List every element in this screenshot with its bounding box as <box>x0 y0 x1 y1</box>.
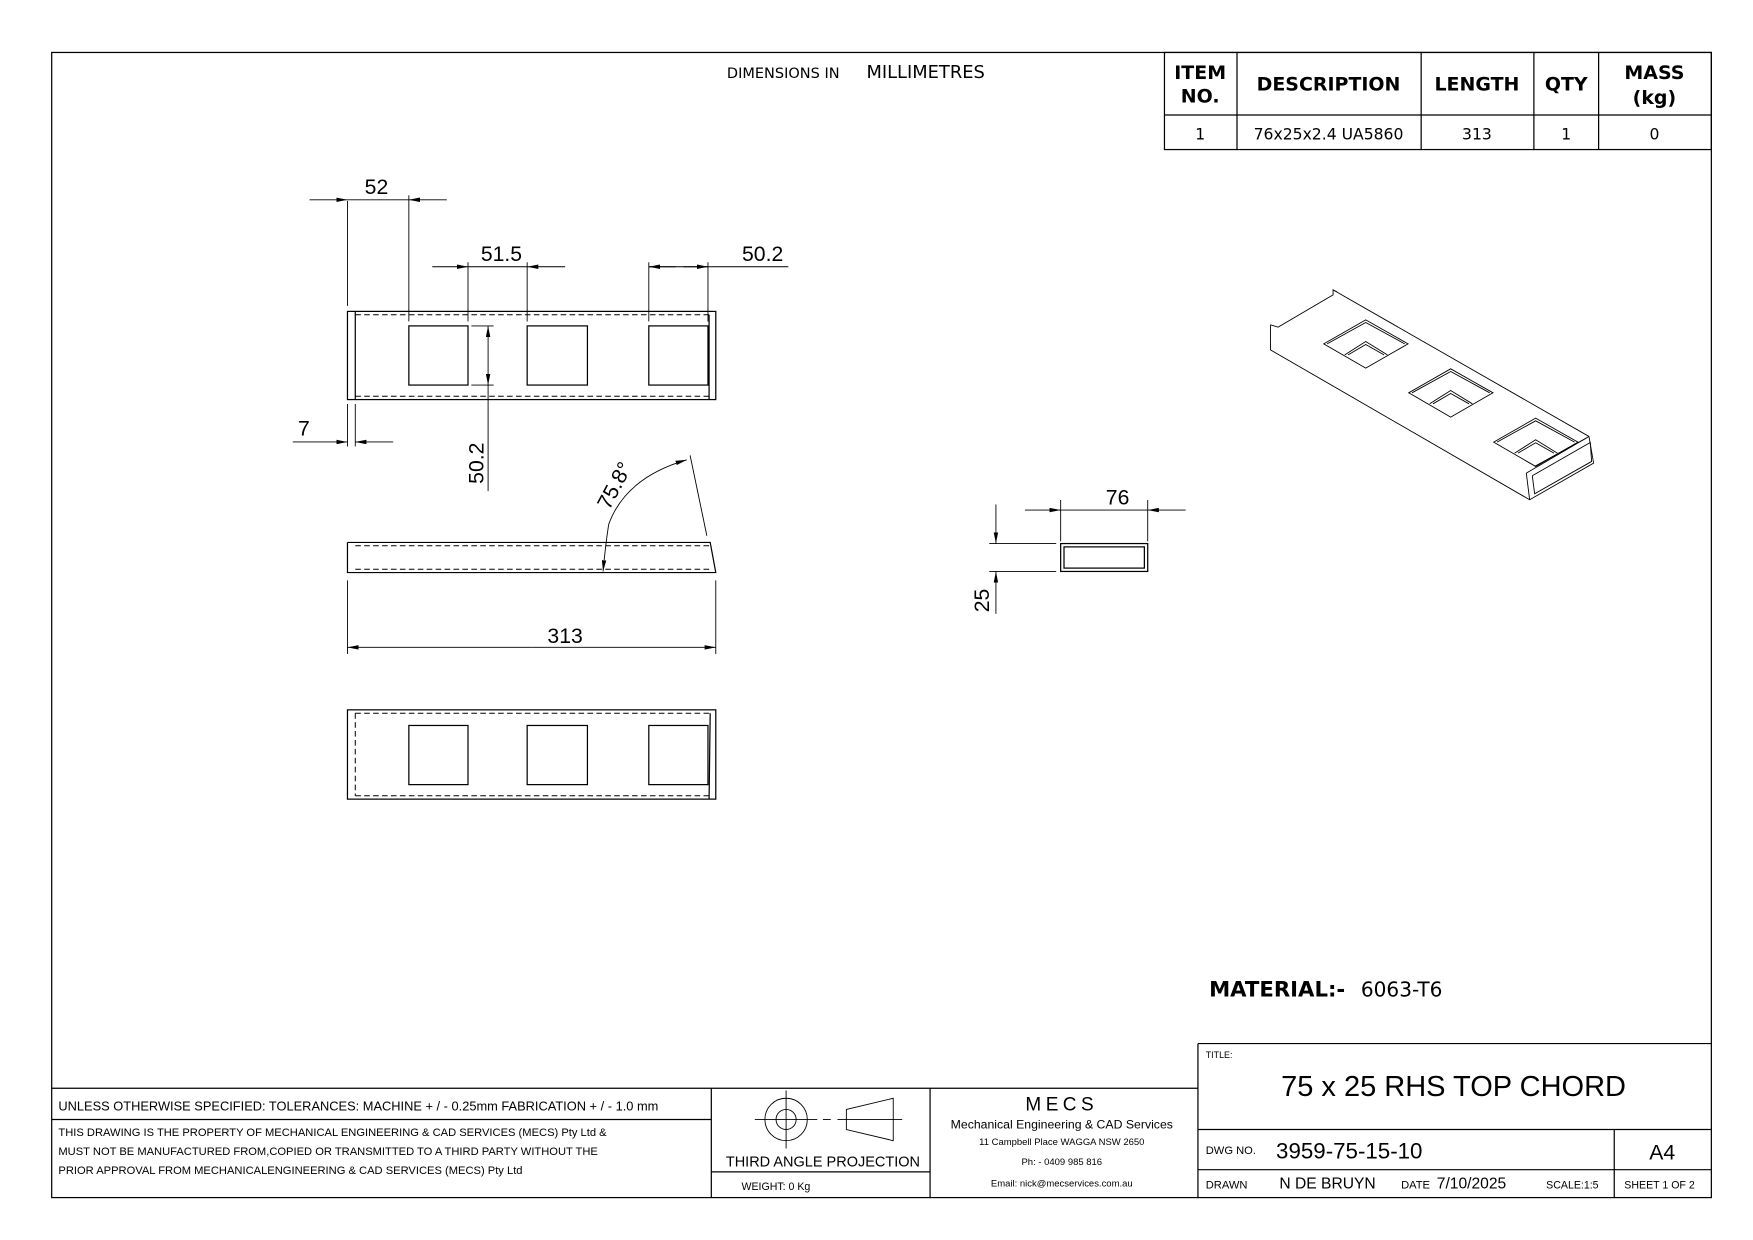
dwg-no: 3959-75-15-10 <box>1276 1139 1422 1164</box>
drawn-by: N DE BRUYN <box>1279 1176 1375 1193</box>
company-phone: Ph: - 0409 985 816 <box>1021 1157 1102 1168</box>
cell-item: 1 <box>1195 126 1205 144</box>
tolerances-note: UNLESS OTHERWISE SPECIFIED: TOLERANCES: … <box>58 1099 658 1114</box>
dim-width: 76 <box>1106 486 1130 509</box>
top-view: 52 51.5 50.2 7 50.2 <box>292 176 789 492</box>
bom-table: ITEM NO. DESCRIPTION LENGTH QTY MASS (kg… <box>1163 51 1712 151</box>
cell-description: 76x25x2.4 UA5860 <box>1254 126 1404 144</box>
drawing-title: 75 x 25 RHS TOP CHORD <box>1281 1071 1626 1103</box>
cell-length: 313 <box>1462 126 1492 144</box>
header-mass: MASS <box>1624 62 1684 84</box>
material-note: MATERIAL:- 6063-T6 <box>1209 977 1442 1002</box>
cell-qty: 1 <box>1561 126 1571 144</box>
third-angle-projection-icon <box>754 1090 903 1149</box>
cell-mass: 0 <box>1649 126 1659 144</box>
header-mass-2: (kg) <box>1633 87 1677 109</box>
property-note-3: PRIOR APPROVAL FROM MECHANICALENGINEERIN… <box>58 1165 522 1177</box>
company-address: 11 Campbell Place WAGGA NSW 2650 <box>979 1137 1144 1148</box>
dim-length: 313 <box>547 625 582 648</box>
bottom-view <box>346 709 717 800</box>
dim-angle: 75.8° <box>593 458 637 513</box>
material-value: 6063-T6 <box>1361 978 1443 1002</box>
sheet-border <box>51 51 1712 1199</box>
property-note-2: MUST NOT BE MANUFACTURED FROM,COPIED OR … <box>58 1146 597 1158</box>
front-view: 75.8° 313 <box>346 455 717 655</box>
material-label: MATERIAL:- <box>1209 977 1345 1002</box>
header-qty: QTY <box>1545 73 1588 95</box>
drawn-label: DRAWN <box>1206 1180 1248 1192</box>
dim-50-2-vertical: 50.2 <box>466 443 489 484</box>
scale-label: SCALE:1:5 <box>1546 1180 1599 1192</box>
projection-label: THIRD ANGLE PROJECTION <box>726 1154 920 1170</box>
section-view: 76 25 <box>971 486 1186 614</box>
dim-7: 7 <box>298 417 310 440</box>
isometric-view <box>1270 290 1593 500</box>
property-note-1: THIS DRAWING IS THE PROPERTY OF MECHANIC… <box>58 1127 607 1139</box>
header-item-no: ITEM <box>1174 62 1226 84</box>
dimensions-label: DIMENSIONS IN <box>727 66 840 82</box>
date-label: DATE <box>1401 1180 1430 1192</box>
date-value: 7/10/2025 <box>1437 1176 1507 1193</box>
header-description: DESCRIPTION <box>1257 73 1401 95</box>
dim-51-5: 51.5 <box>481 243 522 266</box>
units-value: MILLIMETRES <box>866 62 984 83</box>
sheet-number: SHEET 1 OF 2 <box>1624 1180 1695 1192</box>
dim-50-2-horizontal: 50.2 <box>742 243 783 266</box>
dwg-no-label: DWG NO. <box>1206 1145 1256 1157</box>
table-row: 1 76x25x2.4 UA5860 313 1 0 <box>1195 126 1659 144</box>
company-name: Mechanical Engineering & CAD Services <box>951 1117 1173 1131</box>
sheet-size: A4 <box>1649 1142 1675 1165</box>
units-note: DIMENSIONS IN MILLIMETRES <box>727 62 985 83</box>
company-email: Email: nick@mecservices.com.au <box>991 1178 1133 1189</box>
dim-height: 25 <box>971 589 994 613</box>
title-block: UNLESS OTHERWISE SPECIFIED: TOLERANCES: … <box>51 1042 1712 1198</box>
weight-label: WEIGHT: 0 Kg <box>741 1181 810 1193</box>
header-item-no-2: NO. <box>1181 86 1220 108</box>
company-logo: MECS <box>1025 1095 1098 1116</box>
dim-52: 52 <box>365 176 389 199</box>
title-label: TITLE: <box>1206 1050 1233 1060</box>
header-length: LENGTH <box>1434 73 1519 95</box>
